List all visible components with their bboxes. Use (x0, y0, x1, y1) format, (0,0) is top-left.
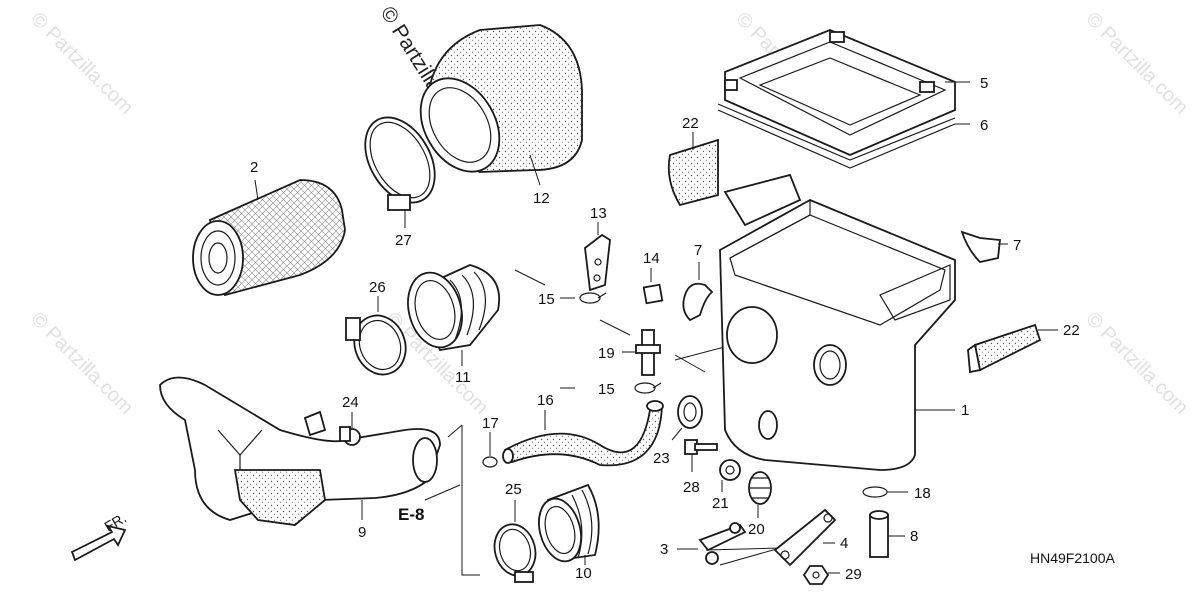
callout-6: 6 (980, 117, 988, 134)
screw-24 (339, 412, 361, 446)
callout-25: 25 (505, 481, 522, 498)
band-clamp-26 (345, 296, 407, 376)
air-cleaner-cover-5 (724, 29, 970, 156)
clip-18 (862, 486, 908, 498)
clip-17 (482, 432, 498, 468)
callout-20: 20 (748, 521, 765, 538)
diagram-code: HN49F2100A (1030, 550, 1115, 566)
fitting-19 (635, 329, 661, 376)
watermark: © Partzilla.com (1081, 308, 1192, 419)
callout-26: 26 (369, 279, 386, 296)
intake-duct-9 (159, 376, 441, 526)
foam-pad-22b (967, 323, 1058, 374)
reference-label: E-8 (398, 505, 424, 524)
watermark: © Partzilla.com (26, 8, 137, 119)
callout-8: 8 (910, 528, 918, 545)
callout-22a: 22 (682, 115, 699, 132)
band-clamp-25 (493, 500, 537, 583)
band-clamp-27 (364, 116, 436, 228)
callout-12: 12 (533, 190, 550, 207)
watermark: © Partzilla.com (1081, 8, 1192, 119)
callout-9: 9 (358, 524, 366, 541)
drain-tube-16 (502, 400, 664, 467)
callout-7b: 7 (1013, 237, 1021, 254)
foam-pad-22a (667, 132, 719, 207)
callout-18: 18 (914, 485, 931, 502)
air-cleaner-case-1 (719, 173, 956, 471)
callout-14: 14 (643, 250, 660, 267)
callout-5: 5 (980, 75, 988, 92)
callout-15a: 15 (538, 291, 555, 308)
collar-21 (719, 459, 741, 492)
callout-19: 19 (598, 345, 615, 362)
connecting-tube-10 (538, 483, 600, 565)
bracket-3 (677, 522, 747, 565)
callout-10: 10 (575, 565, 592, 582)
callout-29: 29 (845, 566, 862, 583)
plug-14 (642, 268, 664, 305)
nut-29 (802, 565, 840, 585)
callout-2: 2 (250, 159, 258, 176)
callout-23: 23 (653, 450, 670, 467)
callout-11: 11 (455, 369, 471, 386)
callout-7a: 7 (694, 242, 702, 259)
grommet-20 (748, 471, 772, 518)
callout-16: 16 (537, 392, 554, 409)
grommet-23 (671, 395, 703, 441)
callout-15b: 15 (598, 381, 615, 398)
bolt-28 (684, 439, 718, 472)
air-filter-element-12 (419, 24, 583, 186)
callout-3: 3 (660, 541, 668, 558)
hose-7a (682, 262, 714, 322)
callout-21: 21 (712, 495, 729, 512)
callout-13: 13 (590, 205, 607, 222)
clip-15b (634, 382, 662, 394)
callout-27: 27 (395, 232, 412, 249)
ref-bracket (424, 424, 480, 576)
callout-24: 24 (342, 394, 359, 411)
bracket-13 (584, 222, 611, 292)
filter-screen-2 (192, 179, 346, 297)
callout-1: 1 (961, 402, 969, 419)
hose-7b (960, 230, 1008, 263)
drain-tube-8 (869, 510, 905, 558)
connecting-tube-11 (407, 264, 500, 366)
stay-4 (773, 508, 837, 567)
watermark: © Partzilla.com (26, 308, 137, 419)
front-arrow-icon: FR. (70, 509, 129, 562)
callout-labels: 1 2 3 4 5 6 7 7 8 9 10 11 12 13 14 15 15… (250, 75, 1080, 583)
callout-17: 17 (482, 415, 499, 432)
clip-15a (579, 292, 607, 304)
gasket-6 (717, 103, 970, 169)
callout-28: 28 (683, 479, 700, 496)
callout-22b: 22 (1063, 322, 1080, 339)
callout-4: 4 (840, 535, 848, 552)
